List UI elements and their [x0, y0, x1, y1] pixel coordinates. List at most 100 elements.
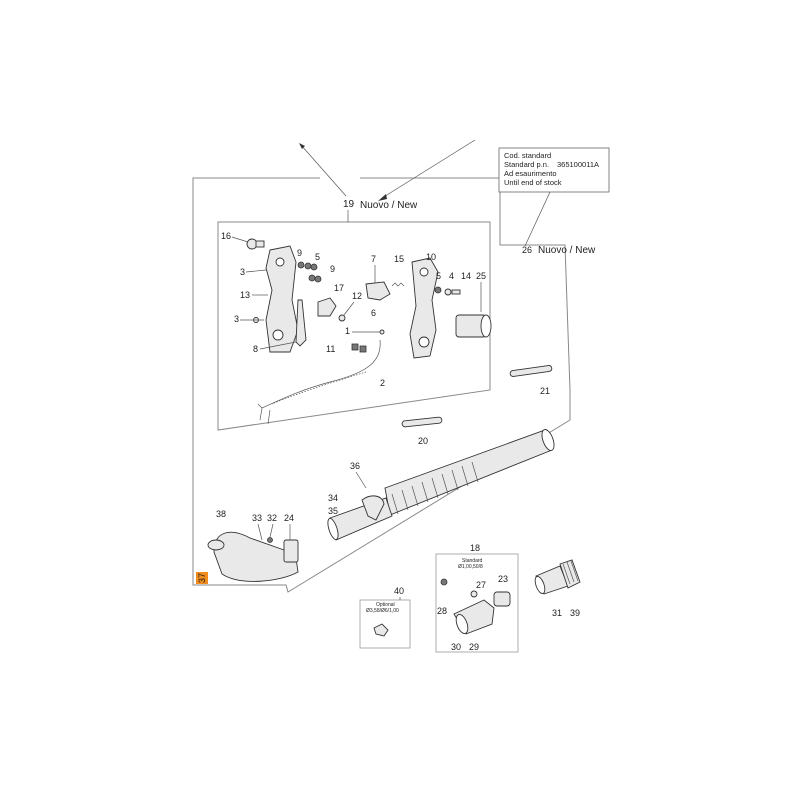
notice-line3: Ad esaurimento	[504, 169, 557, 178]
label-21: 21	[540, 386, 550, 396]
part-40-nozzle-clip	[373, 623, 389, 637]
label-4: 4	[449, 271, 454, 281]
notice-leader	[524, 191, 551, 247]
part-14-screw	[451, 289, 461, 295]
label-28: 28	[437, 606, 447, 616]
label-23: 23	[498, 574, 508, 584]
part-34-clamp	[361, 495, 385, 521]
label-30: 30	[451, 642, 461, 652]
part-5-nut	[434, 286, 442, 294]
notice-code: 365100011A	[557, 160, 599, 169]
leader-16	[231, 236, 249, 243]
label-27: 27	[476, 580, 486, 590]
label-25: 25	[476, 271, 486, 281]
part-39-nozzle-ring	[559, 559, 581, 589]
leader-3-top	[245, 269, 267, 273]
label-9-right: 9	[330, 264, 335, 274]
label-39: 39	[570, 608, 580, 618]
part-17-switch	[317, 297, 337, 317]
arrow-line-left	[300, 144, 347, 197]
part-36-flex-tube	[384, 429, 555, 516]
part-16-screw	[246, 238, 265, 250]
label-36: 36	[350, 461, 360, 471]
label-7: 7	[371, 254, 376, 264]
label-24: 24	[284, 513, 294, 523]
leader-36	[355, 471, 367, 489]
leader-32	[269, 523, 274, 538]
part-25-sleeve	[455, 314, 492, 338]
label-40: 40	[394, 586, 404, 596]
label-3-bottom: 3	[234, 314, 239, 324]
label-2: 2	[380, 378, 385, 388]
part-28-clip	[440, 578, 448, 586]
part-10-handle-right	[409, 257, 439, 359]
label-9-top: 9	[297, 248, 302, 258]
notice-line2: Standard p.n.	[504, 160, 549, 169]
part-20-rod	[401, 416, 443, 428]
box18-caption-1: Standard	[462, 558, 483, 564]
part-27-screw	[470, 590, 478, 598]
box-40-optional: Optional Ø3,58/Ø6/1,00	[359, 599, 411, 649]
leader-8	[259, 341, 297, 350]
main-assembly-frame	[192, 177, 571, 593]
label-33: 33	[252, 513, 262, 523]
label-38: 38	[216, 509, 226, 519]
label-6: 6	[371, 308, 376, 318]
box-18-standard: Standard Ø1,00,50/8	[435, 553, 519, 653]
label-35: 35	[328, 506, 338, 516]
label-34: 34	[328, 493, 338, 503]
part-2-cable-sheath	[271, 371, 367, 405]
part-2-cable	[261, 339, 381, 409]
new-tag-26: Nuovo / New	[538, 245, 596, 256]
part-23-sleeve	[493, 591, 511, 607]
part-2-cable-ends	[257, 403, 271, 425]
part-32-screw	[267, 537, 273, 543]
part-4-washer	[444, 288, 452, 296]
label-5-top: 5	[315, 252, 320, 262]
box40-caption-1: Optional	[376, 602, 395, 608]
label-37-highlight: 37	[196, 572, 208, 584]
leader-12	[343, 301, 355, 316]
label-16: 16	[221, 231, 231, 241]
part-1-terminal	[379, 329, 385, 335]
part-38-hose-clamp	[207, 539, 225, 551]
label-26: 26	[522, 245, 532, 255]
label-8: 8	[253, 344, 258, 354]
label-14: 14	[461, 271, 471, 281]
part-9-nuts	[297, 261, 322, 283]
part-8-trigger-rod	[295, 299, 307, 347]
part-13-handle-left	[265, 245, 299, 353]
part-11-connector-b	[359, 345, 367, 353]
part-7-plate	[365, 281, 391, 301]
box40-caption-2: Ø3,58/Ø6/1,00	[366, 608, 399, 614]
handle-group-frame	[217, 221, 491, 431]
label-1: 1	[345, 326, 350, 336]
notice-line1: Cod. standard	[504, 151, 551, 160]
label-31: 31	[552, 608, 562, 618]
label-11: 11	[326, 344, 335, 354]
part-12-pin	[338, 314, 346, 322]
notice-line4: Until end of stock	[504, 178, 562, 187]
arrow-head-left	[299, 143, 305, 149]
label-15: 15	[394, 254, 404, 264]
label-37: 37	[197, 573, 207, 583]
label-13: 13	[240, 290, 250, 300]
label-29: 29	[469, 642, 479, 652]
new-tag-19: Nuovo / New	[360, 200, 418, 211]
label-3-top: 3	[240, 267, 245, 277]
arrow-head-right	[378, 194, 387, 201]
part-37-elbow	[213, 531, 299, 582]
leader-33	[257, 523, 263, 541]
label-12: 12	[352, 291, 362, 301]
part-21-rod	[509, 365, 553, 377]
label-19: 19	[343, 199, 355, 210]
arrow-line-right	[381, 139, 476, 199]
stock-notice-box: Cod. standard Standard p.n. 365100011A A…	[498, 147, 610, 193]
label-18: 18	[470, 543, 480, 553]
label-20: 20	[418, 436, 428, 446]
part-24-cap	[283, 539, 299, 563]
label-32: 32	[267, 513, 277, 523]
part-15-spring	[391, 282, 405, 287]
label-17: 17	[334, 283, 344, 293]
